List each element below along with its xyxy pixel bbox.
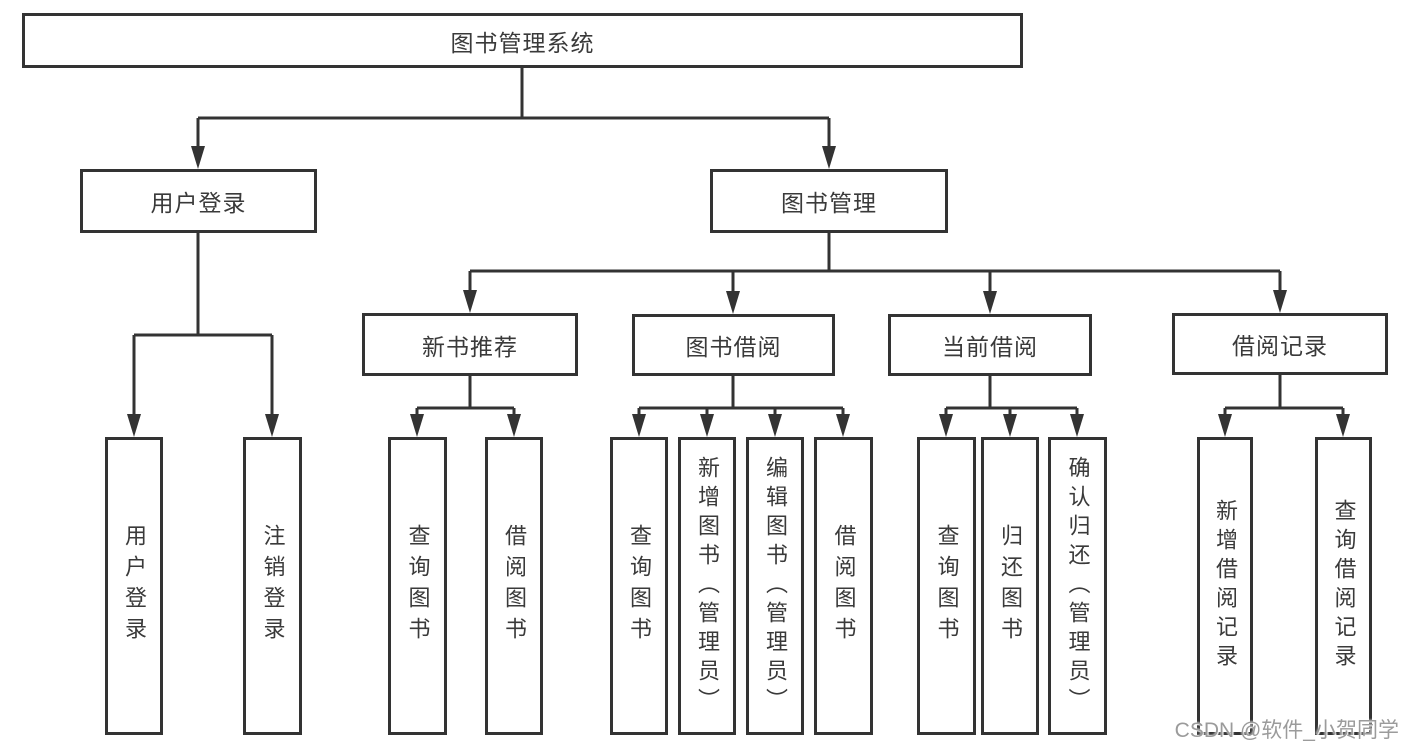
leaf-current-return-book-label: 归还图书 (998, 524, 1023, 648)
leaf-user-login-label: 用户登录 (122, 524, 147, 648)
leaf-record-query-borrow-record: 查询借阅记录 (1315, 437, 1372, 735)
leaf-borrow-query-book: 查询图书 (610, 437, 668, 735)
connector-userlogin-to-leaves (132, 233, 274, 418)
leaf-current-query-book: 查询图书 (917, 437, 976, 735)
leaf-recommend-borrow-book-label: 借阅图书 (502, 524, 527, 648)
node-current-borrow: 当前借阅 (888, 314, 1092, 376)
node-library-system-label: 图书管理系统 (450, 29, 595, 56)
connector-root-to-level2 (196, 68, 831, 150)
leaf-recommend-query-book-label: 查询图书 (405, 524, 431, 648)
leaf-user-login: 用户登录 (105, 437, 163, 735)
leaf-borrow-borrow-book: 借阅图书 (814, 437, 873, 735)
node-borrow-record-label: 借阅记录 (1232, 333, 1328, 359)
connector-currentborrow-to-leaves (944, 376, 1079, 420)
connector-bookborrow-to-leaves (637, 376, 845, 420)
node-borrow-record: 借阅记录 (1172, 313, 1388, 375)
node-book-borrow-label: 图书借阅 (685, 334, 782, 360)
leaf-record-query-borrow-record-label: 查询借阅记录 (1331, 499, 1357, 673)
node-new-book-recommend: 新书推荐 (362, 313, 578, 376)
leaf-logout: 注销登录 (243, 437, 302, 735)
leaf-current-return-book: 归还图书 (981, 437, 1039, 735)
leaf-record-add-borrow-record: 新增借阅记录 (1197, 437, 1253, 735)
leaf-current-confirm-return-admin: 确认归还（管理员） (1048, 437, 1107, 735)
connector-borrowrecord-to-leaves (1223, 375, 1345, 420)
leaf-borrow-edit-book-admin: 编辑图书（管理员） (746, 437, 804, 735)
node-user-login: 用户登录 (80, 169, 317, 233)
node-user-login-label: 用户登录 (150, 190, 247, 216)
node-current-borrow-label: 当前借阅 (942, 334, 1038, 360)
arrowheads (127, 146, 1350, 437)
leaf-borrow-borrow-book-label: 借阅图书 (831, 524, 857, 648)
leaf-borrow-query-book-label: 查询图书 (627, 524, 652, 648)
csdn-watermark: CSDN @软件_小贺同学 (1174, 719, 1399, 742)
leaf-logout-label: 注销登录 (260, 524, 286, 648)
node-book-management: 图书管理 (710, 169, 948, 233)
node-library-system: 图书管理系统 (22, 13, 1023, 68)
node-book-borrow: 图书借阅 (632, 314, 835, 376)
connector-newbookrec-to-leaves (415, 376, 516, 420)
leaf-borrow-add-book-admin-label: 新增图书（管理员） (695, 455, 720, 717)
leaf-current-confirm-return-admin-label: 确认归还（管理员） (1065, 455, 1091, 717)
leaf-recommend-query-book: 查询图书 (388, 437, 447, 735)
leaf-record-add-borrow-record-label: 新增借阅记录 (1213, 499, 1238, 673)
leaf-borrow-add-book-admin: 新增图书（管理员） (678, 437, 736, 735)
leaf-recommend-borrow-book: 借阅图书 (485, 437, 543, 735)
connector-bookmgmt-to-level3 (468, 233, 1282, 294)
node-book-management-label: 图书管理 (781, 190, 877, 216)
leaf-current-query-book-label: 查询图书 (934, 524, 960, 648)
node-new-book-recommend-label: 新书推荐 (422, 333, 518, 360)
leaf-borrow-edit-book-admin-label: 编辑图书（管理员） (763, 455, 788, 717)
